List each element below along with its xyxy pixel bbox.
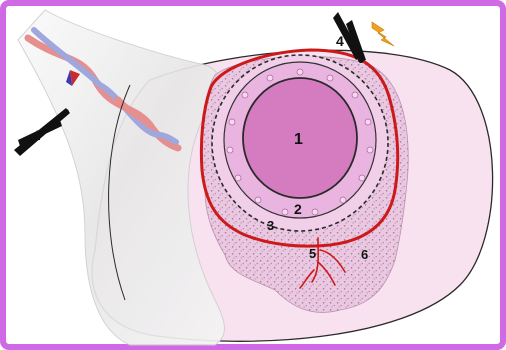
label-4: 4: [336, 33, 344, 49]
label-3: 3: [267, 218, 274, 233]
label-7: 7: [36, 127, 44, 143]
label-1: 1: [294, 131, 303, 148]
label-6: 6: [361, 247, 368, 262]
label-5: 5: [309, 246, 316, 261]
label-2: 2: [294, 201, 302, 217]
